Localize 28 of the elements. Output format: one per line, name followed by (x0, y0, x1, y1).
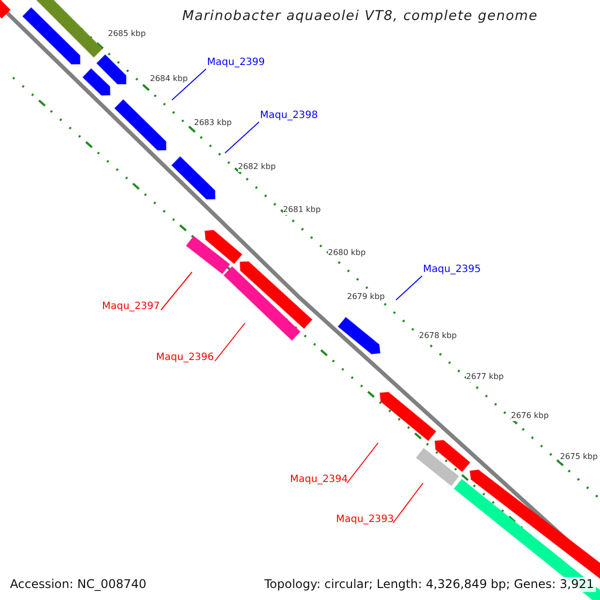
position-label: 2678 kbp (419, 331, 457, 341)
gene-label: Maqu_2399 (207, 57, 265, 69)
gene-label: Maqu_2395 (423, 264, 481, 276)
title: Marinobacter aquaeolei VT8, complete genome (181, 8, 539, 24)
position-label: 2675 kbp (560, 452, 598, 462)
genome-info-text: Topology: circular; Length: 4,326,849 bp; Genes: 3,921 (262, 577, 596, 592)
leader-line (396, 276, 422, 300)
leader-line (392, 482, 424, 524)
position-label: 2685 kbp (108, 29, 146, 39)
gene-label: Maqu_2397 (102, 301, 160, 313)
leader-line (346, 442, 378, 484)
leader-line (172, 68, 206, 100)
position-label: 2676 kbp (511, 411, 549, 421)
gene-label: Maqu_2396 (156, 352, 214, 364)
position-label: 2682 kbp (238, 162, 276, 172)
position-label: 2684 kbp (150, 74, 188, 84)
gene-label: Maqu_2394 (290, 474, 348, 486)
genome-info-text: Accession: NC_008740 (8, 577, 148, 592)
position-label: 2681 kbp (283, 205, 321, 215)
leader-line (224, 122, 260, 154)
leader-line (214, 322, 246, 362)
position-label: 2677 kbp (466, 372, 504, 382)
position-label: 2679 kbp (347, 292, 385, 302)
gene-label: Maqu_2398 (260, 110, 318, 122)
gene-label: Maqu_2393 (336, 514, 394, 526)
leader-line (160, 272, 192, 310)
position-label: 2680 kbp (328, 248, 366, 258)
position-label: 2683 kbp (194, 118, 232, 128)
